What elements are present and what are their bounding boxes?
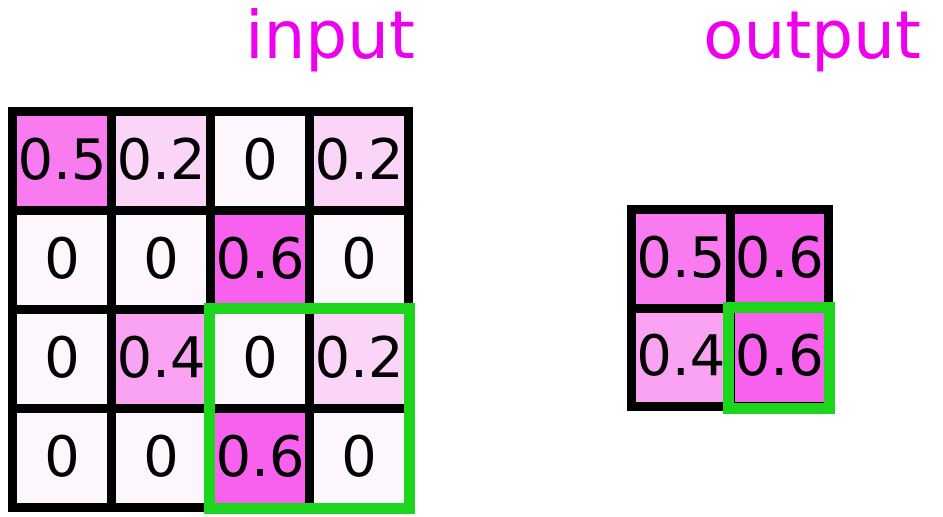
input-cell-r2c3: 0.6 (215, 215, 305, 305)
output-title: output (703, 0, 921, 74)
output-cell-r1c2: 0.6 (734, 214, 824, 304)
input-cell-r2c4: 0 (314, 215, 404, 305)
input-cell-r3c1: 0 (17, 314, 107, 404)
input-cell-r1c3: 0 (215, 116, 305, 206)
output-cell-r2c2: 0.6 (734, 312, 824, 402)
output-cell-r1c1: 0.5 (636, 214, 726, 304)
input-title: input (245, 0, 415, 74)
input-cell-r1c2: 0.2 (116, 116, 206, 206)
input-cell-r1c4: 0.2 (314, 116, 404, 206)
input-cell-r3c3: 0 (215, 314, 305, 404)
input-cell-r4c1: 0 (17, 413, 107, 503)
input-cell-r2c2: 0 (116, 215, 206, 305)
input-cell-r4c4: 0 (314, 413, 404, 503)
output-cell-r2c1: 0.4 (636, 312, 726, 402)
input-cell-r1c1: 0.5 (17, 116, 107, 206)
input-cell-r3c2: 0.4 (116, 314, 206, 404)
input-cell-r4c2: 0 (116, 413, 206, 503)
input-cell-r3c4: 0.2 (314, 314, 404, 404)
input-cell-r2c1: 0 (17, 215, 107, 305)
input-cell-r4c3: 0.6 (215, 413, 305, 503)
